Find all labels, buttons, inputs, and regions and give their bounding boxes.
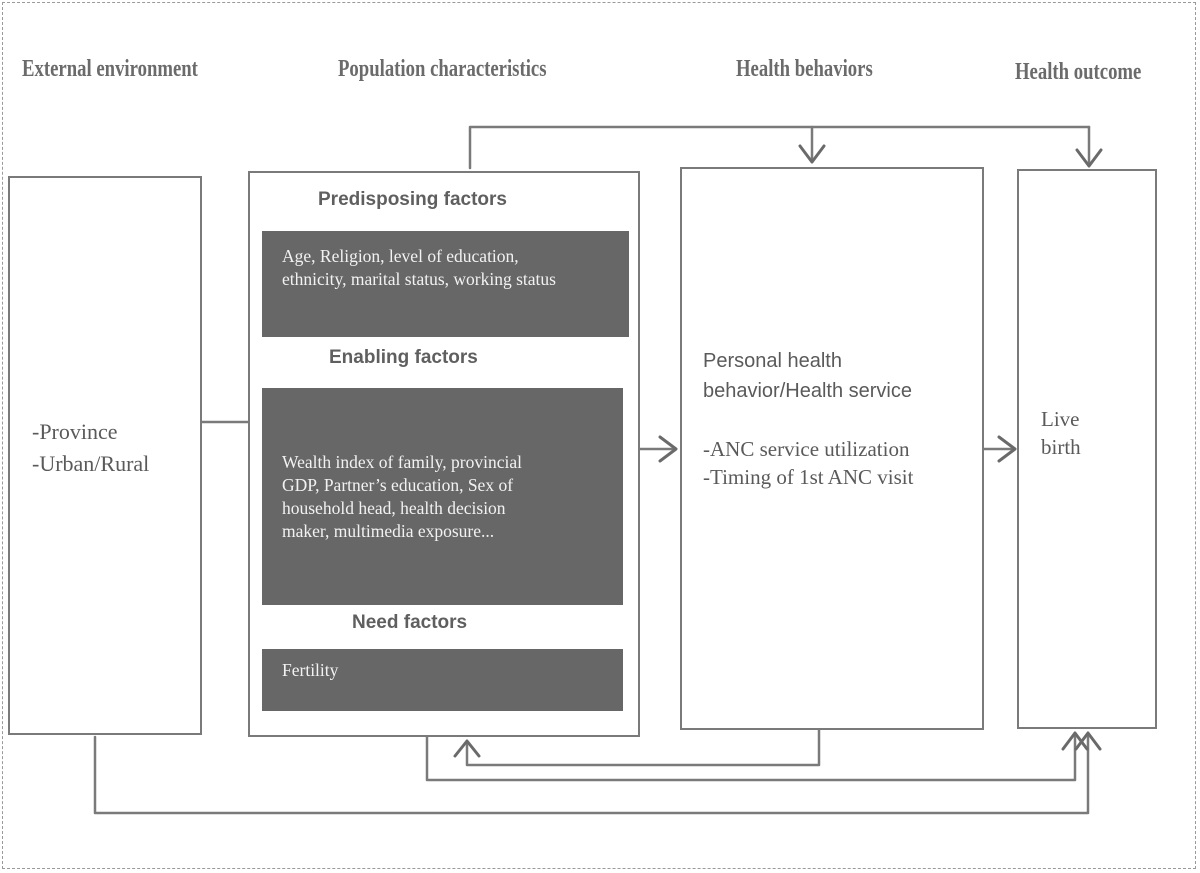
arrowhead-up-population xyxy=(453,739,481,758)
behavior-line-1: Personal health xyxy=(703,350,842,372)
external-environment-box: -Province -Urban/Rural xyxy=(8,176,202,735)
external-urban-rural: -Urban/Rural xyxy=(32,451,150,476)
enabling-factors-box: Wealth index of family, provincial GDP, … xyxy=(262,388,623,605)
predisposing-factors-line-2: ethnicity, marital status, working statu… xyxy=(282,269,556,289)
connector-behavior-feedback xyxy=(465,728,821,767)
arrowhead-right-behavior xyxy=(658,435,678,463)
need-factors-title: Need factors xyxy=(352,612,468,633)
health-behaviors-box: Personal health behavior/Health service … xyxy=(680,167,984,730)
health-outcome-box: Live birth xyxy=(1017,169,1157,729)
header-external-environment: External environment xyxy=(22,56,198,82)
arrowhead-up-outcome-1 xyxy=(1061,731,1089,751)
enabling-factors-line-4: maker, multimedia exposure... xyxy=(282,521,495,541)
behavior-anc-timing: -Timing of 1st ANC visit xyxy=(703,465,914,489)
connector-population-outcome xyxy=(425,731,1077,782)
arrowhead-up-outcome-2 xyxy=(1074,731,1102,751)
arrowhead-down-outcome xyxy=(1075,148,1103,168)
enabling-factors-line-1: Wealth index of family, provincial xyxy=(282,452,522,472)
need-factors-box: Fertility xyxy=(262,649,623,711)
enabling-factors-title: Enabling factors xyxy=(329,347,478,368)
connector-top-feedback xyxy=(468,125,1091,170)
enabling-factors-line-3: household head, health decision xyxy=(282,498,506,518)
predisposing-factors-title: Predisposing factors xyxy=(318,189,507,210)
need-factors-text: Fertility xyxy=(282,660,339,680)
header-health-outcome: Health outcome xyxy=(1015,59,1142,85)
header-population-characteristics: Population characteristics xyxy=(338,56,547,82)
behavior-anc-utilization: -ANC service utilization xyxy=(703,437,910,461)
arrowhead-down-behavior xyxy=(798,144,826,164)
arrowhead-right-outcome xyxy=(997,435,1017,463)
external-province: -Province xyxy=(32,419,118,444)
predisposing-factors-line-1: Age, Religion, level of education, xyxy=(282,246,519,266)
behavior-line-2: behavior/Health service xyxy=(703,380,912,402)
enabling-factors-line-2: GDP, Partner’s education, Sex of xyxy=(282,475,514,495)
outcome-line-2: birth xyxy=(1041,435,1081,459)
predisposing-factors-box: Age, Religion, level of education, ethni… xyxy=(262,231,629,337)
outcome-line-1: Live xyxy=(1041,407,1080,431)
connector-external-outcome xyxy=(93,731,1090,815)
header-health-behaviors: Health behaviors xyxy=(736,56,873,82)
